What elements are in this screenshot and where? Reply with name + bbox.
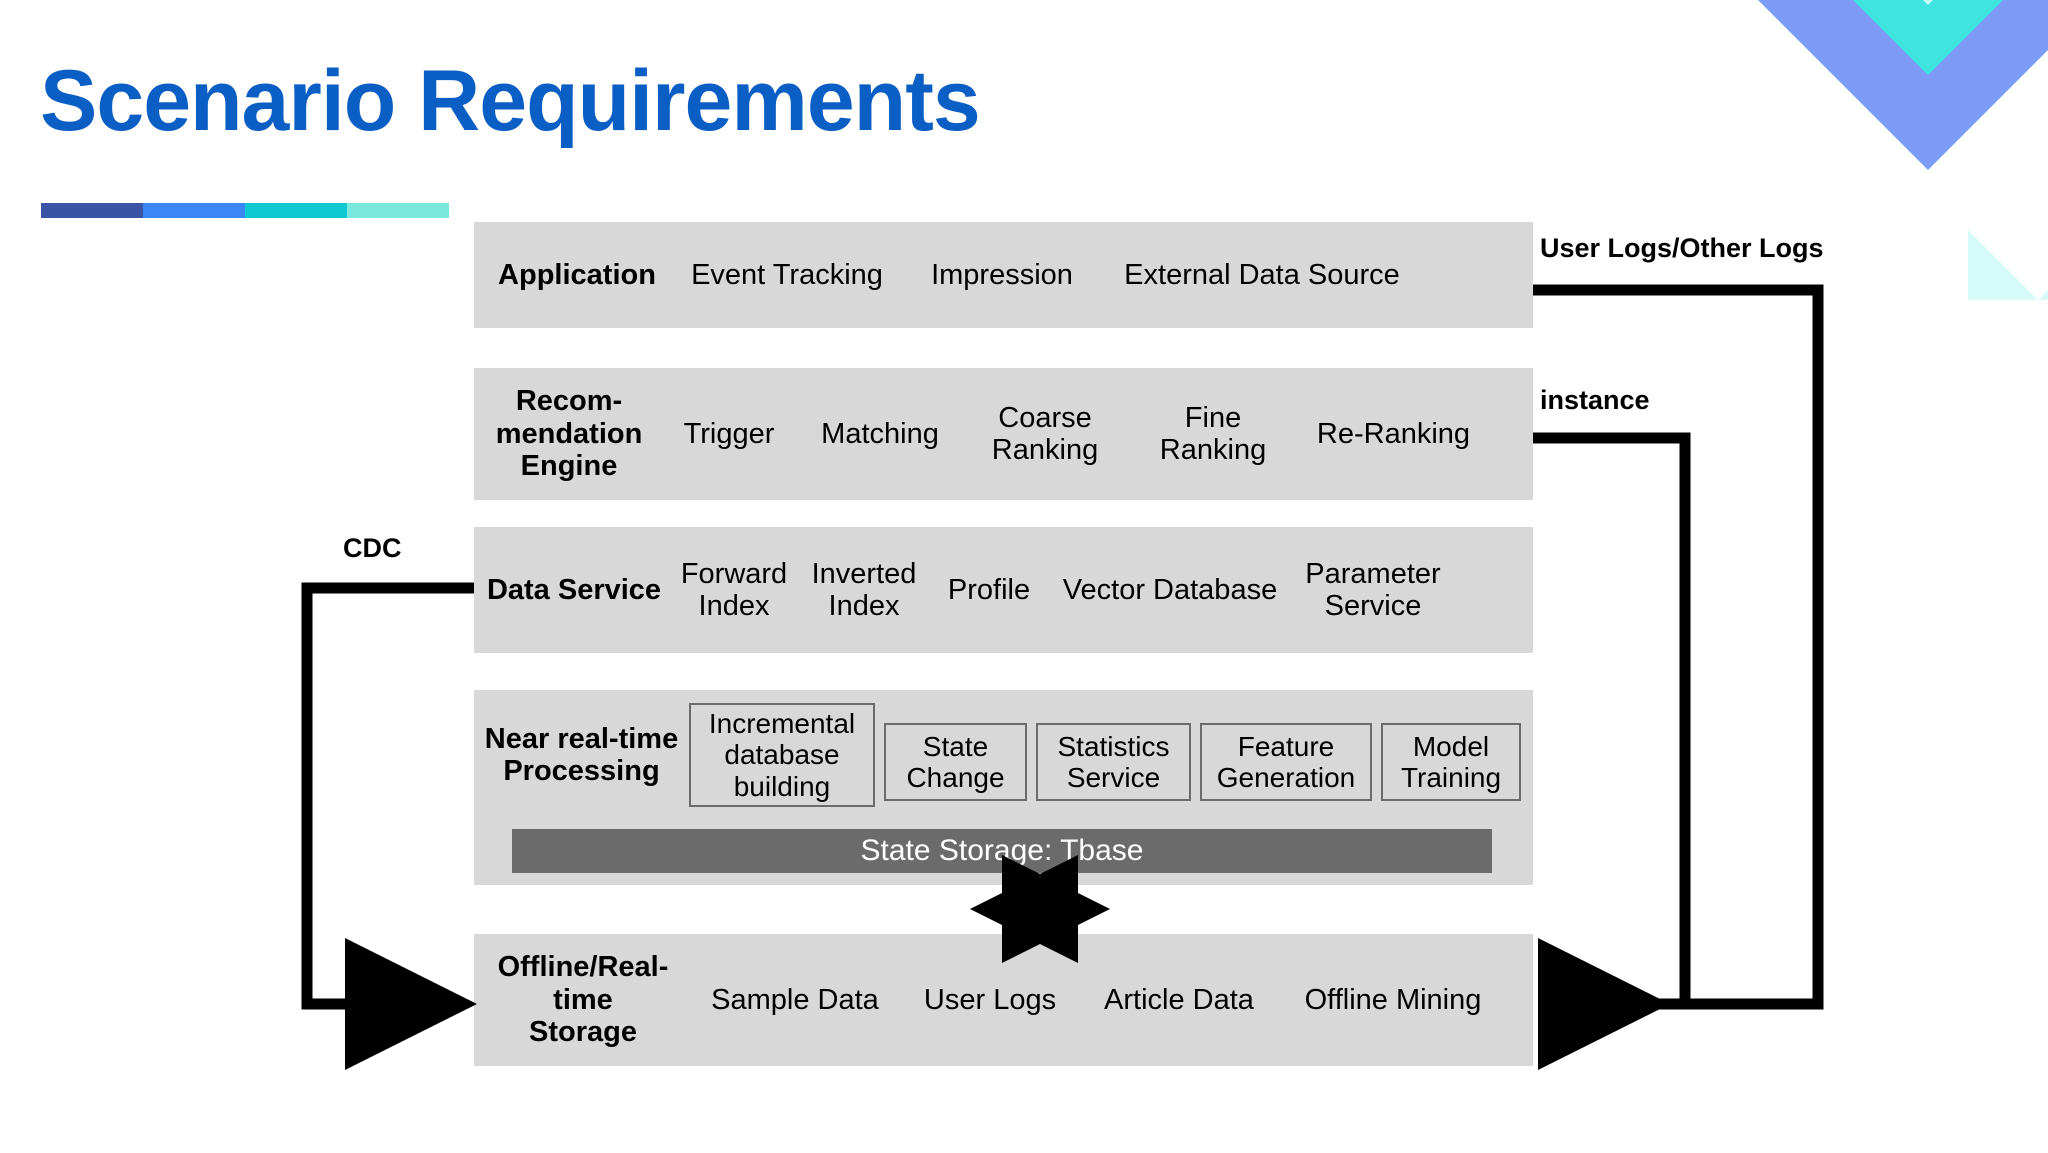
band-item-line: Fine xyxy=(1184,401,1242,434)
box-line: Statistics xyxy=(1057,730,1170,762)
band-recommendation-engine: Recom- mendation Engine Trigger Matching… xyxy=(474,368,1533,500)
connector-path-instance xyxy=(1533,432,1691,1010)
band-data-service: Data Service Forward Index Inverted Inde… xyxy=(474,527,1533,653)
band-item-line: Profile xyxy=(947,573,1031,606)
connector-path-cdc xyxy=(301,582,477,1070)
band-item-article-data: Article Data xyxy=(1104,983,1254,1016)
band-near-real-time-processing-title: Near real-time Processing xyxy=(474,723,689,788)
band-application-item-event-tracking: Event Tracking xyxy=(691,258,883,291)
band-item-line: Service xyxy=(1324,590,1422,622)
band-item-line: Inverted xyxy=(811,557,917,590)
accent-bar xyxy=(41,203,449,218)
band-near-real-time-processing: Near real-time Processing Incremental da… xyxy=(474,690,1533,885)
band-offline-realtime-storage-title: Offline/Real-time Storage xyxy=(476,951,690,1048)
band-data-service-title: Data Service xyxy=(486,573,662,606)
band-item-fine-ranking: Fine Ranking xyxy=(1130,402,1296,467)
band-item-line: Forward xyxy=(680,557,788,590)
state-storage-tbase-bar: State Storage: Tbase xyxy=(512,829,1492,873)
box-line: Change xyxy=(906,762,1005,793)
band-item-line: Trigger xyxy=(683,417,775,450)
band-item-line: Ranking xyxy=(991,434,1099,466)
box-line: Service xyxy=(1066,762,1161,793)
band-item-trigger: Trigger xyxy=(658,418,800,450)
band-item-line: Vector Database xyxy=(1062,573,1278,606)
connector-label-user-logs: User Logs/Other Logs xyxy=(1540,233,1824,263)
box-line: Incremental xyxy=(708,707,856,739)
processing-boxes-row: Near real-time Processing Incremental da… xyxy=(474,690,1533,820)
band-item-line: Parameter xyxy=(1305,557,1441,590)
band-title-line: Storage xyxy=(529,1016,637,1049)
box-line: Training xyxy=(1400,762,1502,793)
box-line: building xyxy=(733,770,831,802)
band-item-sample-data: Sample Data xyxy=(711,983,879,1016)
box-line: State xyxy=(922,730,989,762)
connector-label-instance: instance xyxy=(1540,385,1650,415)
band-item-parameter-service: Parameter Service xyxy=(1292,558,1454,623)
band-recommendation-engine-title: Recom- mendation Engine xyxy=(480,385,658,482)
band-item-line: Matching xyxy=(821,417,939,450)
box-feature-generation[interactable]: Feature Generation xyxy=(1200,723,1372,801)
band-item-coarse-ranking: Coarse Ranking xyxy=(960,402,1130,467)
band-title-line: Offline/Real-time xyxy=(497,951,669,1016)
band-item-line: Ranking xyxy=(1159,434,1267,466)
band-item-line: Re-Ranking xyxy=(1316,417,1471,450)
band-item-re-ranking: Re-Ranking xyxy=(1296,418,1491,450)
band-item-line: Coarse xyxy=(998,401,1092,434)
band-item-profile: Profile xyxy=(930,574,1048,606)
band-title-line: Engine xyxy=(520,450,618,483)
accent-segment-3 xyxy=(245,203,347,218)
accent-segment-1 xyxy=(41,203,143,218)
accent-segment-2 xyxy=(143,203,245,218)
band-item-user-logs: User Logs xyxy=(923,983,1057,1016)
box-statistics-service[interactable]: Statistics Service xyxy=(1036,723,1191,801)
page-title: Scenario Requirements xyxy=(40,53,981,149)
band-title-line: Processing xyxy=(503,755,660,787)
box-line: database xyxy=(724,739,840,771)
band-application-title: Application xyxy=(498,258,656,291)
connector-label-cdc: CDC xyxy=(343,533,402,563)
band-item-forward-index: Forward Index xyxy=(670,558,798,623)
box-incremental-database-building[interactable]: Incremental database building xyxy=(689,703,875,807)
band-application: Application Event Tracking Impression Ex… xyxy=(474,222,1533,328)
band-item-offline-mining: Offline Mining xyxy=(1304,983,1482,1016)
band-offline-realtime-storage: Offline/Real-time Storage Sample Data Us… xyxy=(474,934,1533,1066)
box-state-change[interactable]: State Change xyxy=(884,723,1027,801)
band-title-line: mendation xyxy=(495,417,643,450)
band-item-matching: Matching xyxy=(800,418,960,450)
band-title-line: Near real-time xyxy=(484,722,679,755)
accent-segment-4 xyxy=(347,203,449,218)
band-title-line: Recom- xyxy=(515,385,623,418)
box-line: Generation xyxy=(1216,762,1356,793)
box-line: Feature xyxy=(1237,730,1335,762)
box-line: Model xyxy=(1412,730,1490,762)
band-item-inverted-index: Inverted Index xyxy=(798,558,930,623)
box-model-training[interactable]: Model Training xyxy=(1381,723,1521,801)
band-item-vector-database: Vector Database xyxy=(1048,574,1292,606)
band-item-line: Index xyxy=(698,590,770,622)
band-application-item-external-data-source: External Data Source xyxy=(1124,258,1400,291)
band-application-item-impression: Impression xyxy=(931,258,1073,291)
band-item-line: Index xyxy=(828,590,900,622)
